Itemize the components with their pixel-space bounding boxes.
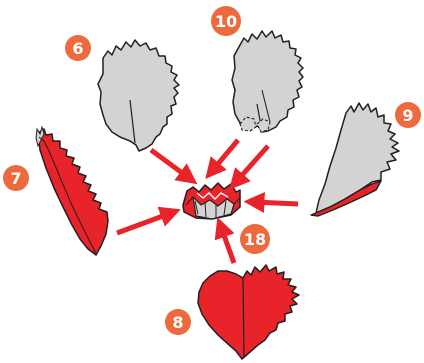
arrow-icon — [221, 227, 234, 263]
step-badge-9: 9 — [395, 102, 421, 128]
step-number: 8 — [172, 313, 183, 332]
petal-10 — [232, 31, 303, 132]
step-badge-7: 7 — [3, 165, 29, 191]
petal-8 — [198, 265, 299, 359]
arrow-icon — [151, 150, 189, 178]
step-badge-6: 6 — [65, 35, 91, 61]
step-badge-18: 18 — [240, 224, 270, 254]
arrow-icon — [117, 213, 171, 233]
petal-6 — [98, 40, 179, 151]
step-number: 9 — [402, 106, 413, 125]
arrow-icon — [212, 140, 238, 171]
step-number: 6 — [72, 39, 83, 58]
arrow-icon — [236, 146, 268, 182]
step-number: 18 — [244, 230, 266, 249]
petal-9 — [311, 103, 399, 216]
step-number: 10 — [215, 12, 237, 31]
step-number: 7 — [10, 169, 21, 188]
arrow-icon — [254, 202, 298, 204]
step-badge-10: 10 — [211, 6, 241, 36]
step-badge-8: 8 — [165, 309, 191, 335]
assembled-flower — [183, 183, 240, 219]
petal-7 — [36, 127, 108, 255]
